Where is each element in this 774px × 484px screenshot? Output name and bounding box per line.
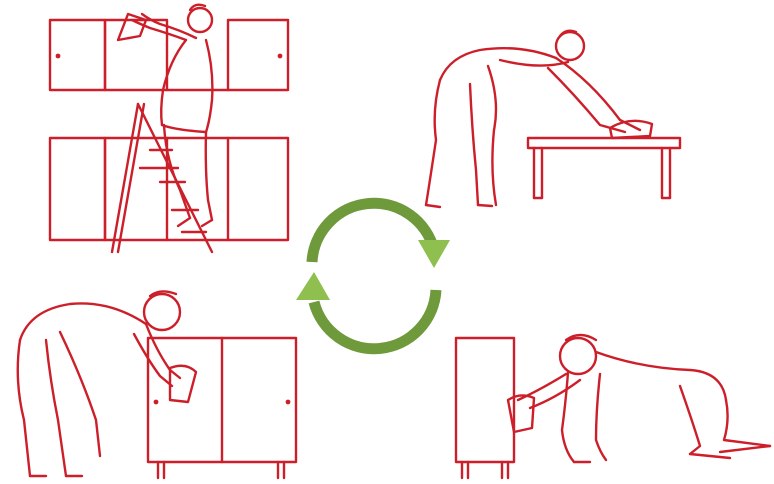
upper-wall-cabinets xyxy=(50,20,288,90)
person-bending-at-cabinet xyxy=(18,291,180,476)
cloth xyxy=(118,14,146,40)
scene-ladder-upper-cabinets xyxy=(50,5,288,252)
scene-kneeling-cabinet-base xyxy=(456,335,770,478)
table xyxy=(528,138,680,198)
tall-narrow-cabinet xyxy=(456,338,514,478)
cloth xyxy=(170,366,196,402)
scene-wiping-cabinet-door xyxy=(18,291,296,478)
person-kneeling xyxy=(518,335,770,462)
cloth xyxy=(508,395,534,432)
cycle-arrows-icon xyxy=(296,203,450,348)
lower-cabinet xyxy=(148,338,296,478)
scene-wiping-table xyxy=(426,31,680,207)
lower-wall-cabinets xyxy=(50,138,288,240)
